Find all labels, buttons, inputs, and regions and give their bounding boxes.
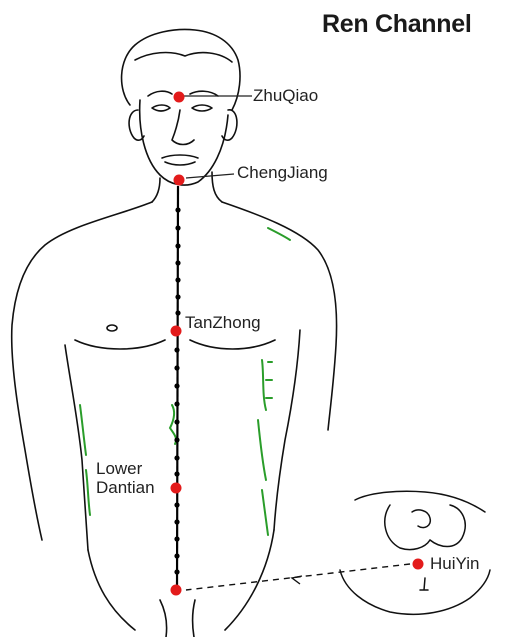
ren-channel-line: [174, 186, 180, 590]
huiyin-connector: [186, 564, 410, 590]
label-lower-dantian-line2: Dantian: [96, 478, 155, 497]
base-point: [171, 585, 182, 596]
label-tanzhong: TanZhong: [185, 313, 261, 333]
perineum-inset: [340, 491, 490, 614]
label-zhuqiao: ZhuQiao: [253, 86, 318, 106]
zhuqiao-point: [174, 92, 185, 103]
label-chengjiang: ChengJiang: [237, 163, 328, 183]
tanzhong-point: [171, 326, 182, 337]
lower-dantian-point: [171, 483, 182, 494]
label-lower-dantian: Lower Dantian: [96, 459, 155, 497]
diagram-title: Ren Channel: [322, 10, 472, 39]
chengjiang-point: [174, 175, 185, 186]
huiyin-point: [413, 559, 424, 570]
label-lower-dantian-line1: Lower: [96, 459, 155, 478]
label-huiyin: HuiYin: [430, 554, 479, 574]
